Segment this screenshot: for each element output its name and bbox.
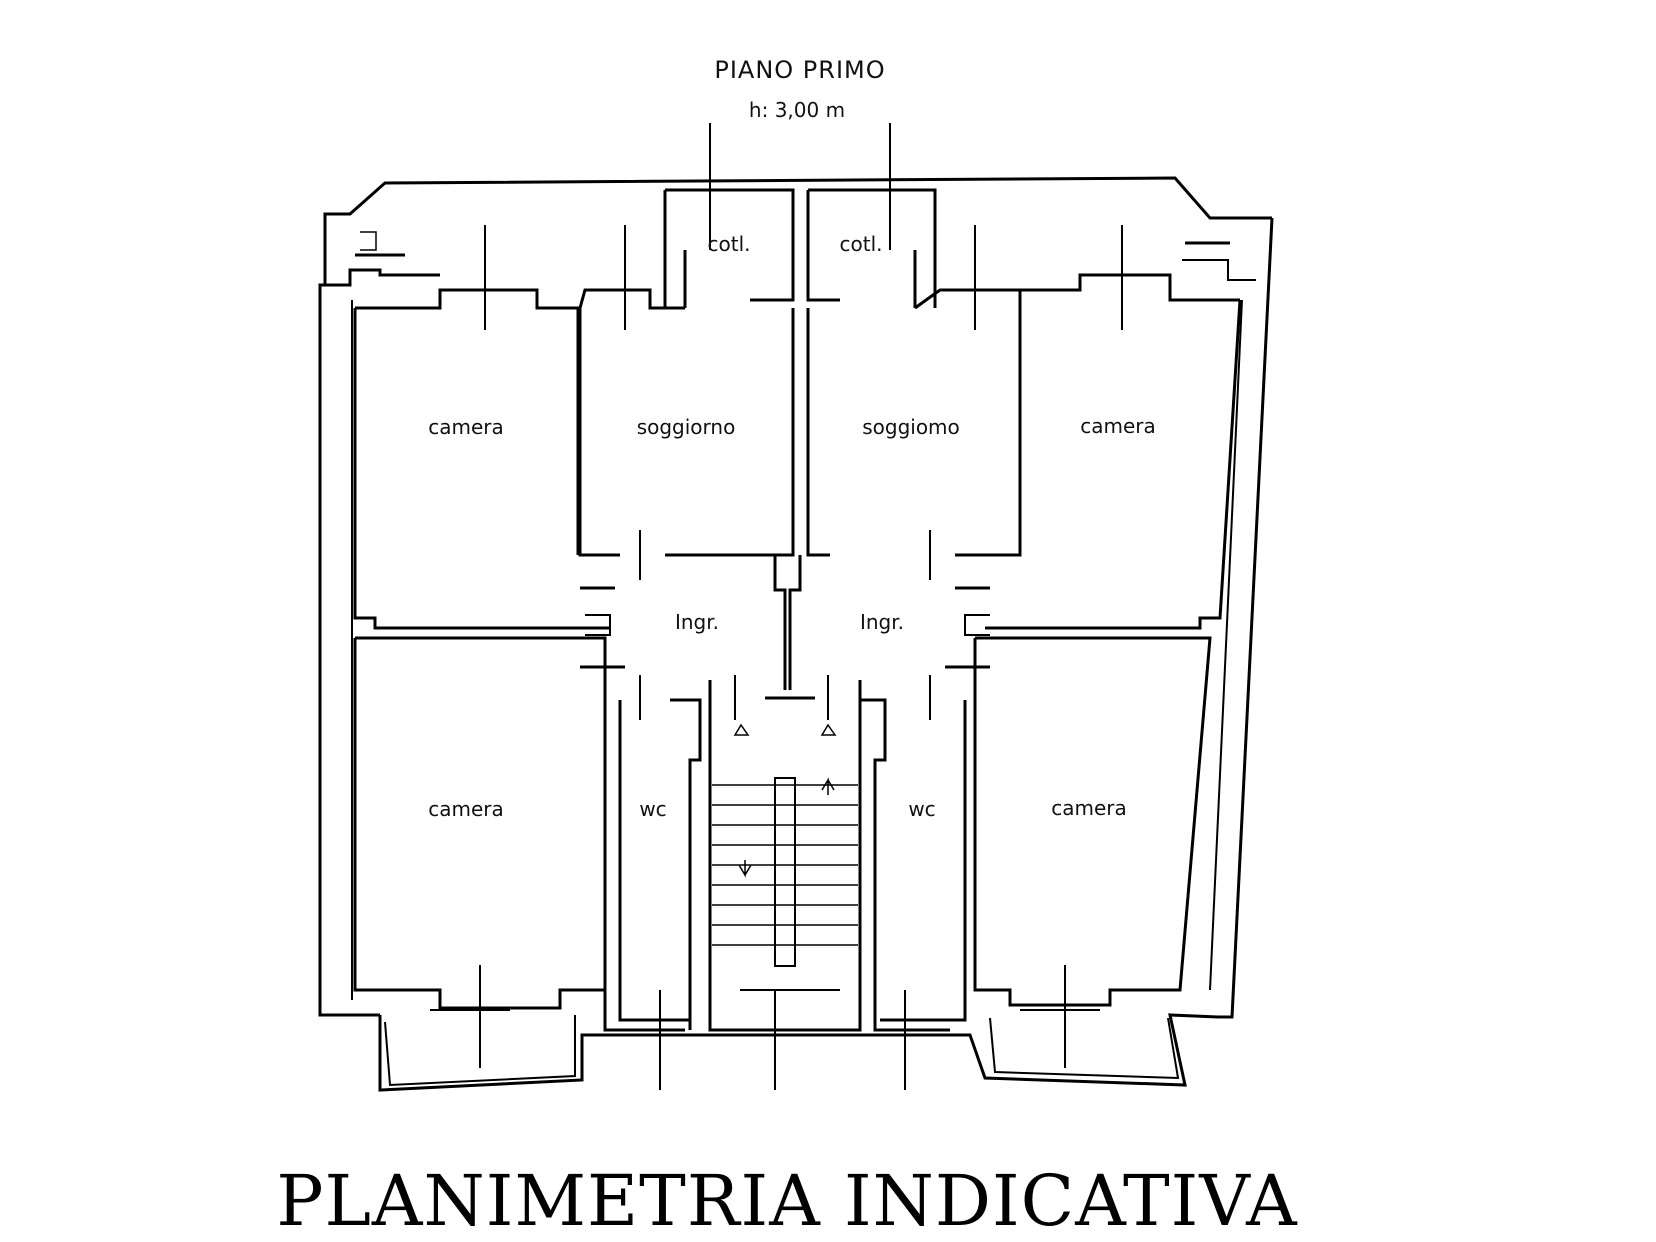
room-label-soggiorno-right: soggiomo [862,415,960,439]
room-label-camera-bottom-right: camera [1051,796,1127,820]
floor-name: PIANO PRIMO [714,56,885,84]
room-label-soggiorno-left: soggiorno [637,415,736,439]
room-label-cotl-right: cotl. [840,232,883,256]
room-label-wc-left: wc [639,797,666,821]
outer-walls [318,176,1274,1092]
plan-title: PLANIMETRIA INDICATIVA [276,1160,1298,1242]
interior-walls [353,188,1242,1032]
room-label-camera-top-left: camera [428,415,504,439]
room-label-camera-bottom-left: camera [428,797,504,821]
room-label-ingr-right: Ingr. [860,610,904,634]
ceiling-height: h: 3,00 m [749,98,845,122]
section-lines [479,123,1123,1090]
room-label-ingr-left: Ingr. [675,610,719,634]
room-label-camera-top-right: camera [1080,414,1156,438]
room-label-cotl-left: cotl. [708,232,751,256]
staircase [712,723,858,967]
room-label-wc-right: wc [908,797,935,821]
